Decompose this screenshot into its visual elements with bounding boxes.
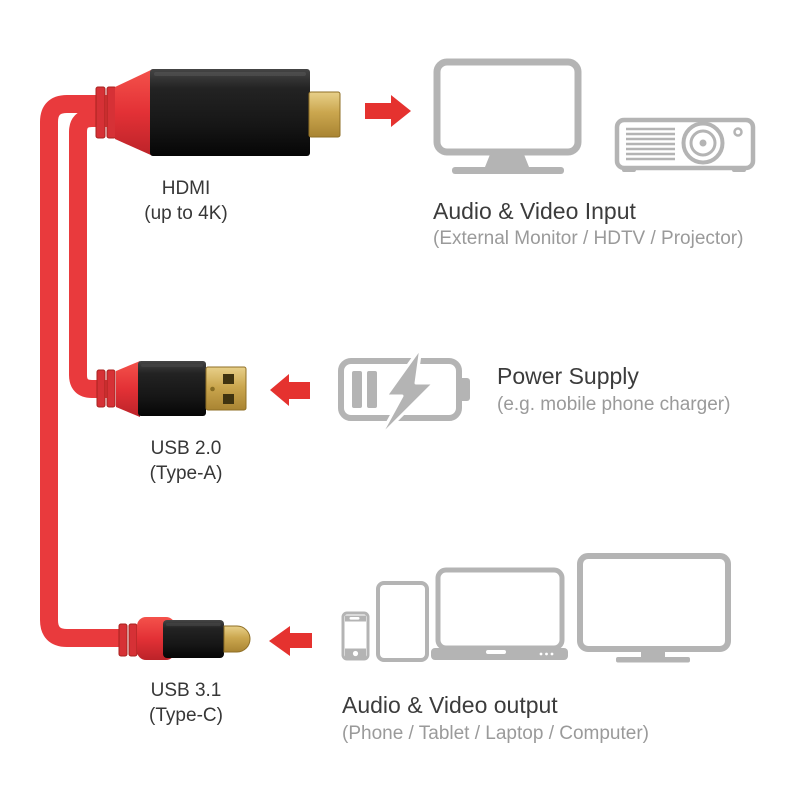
battery-level-bar <box>367 371 377 408</box>
tablet-icon <box>376 581 429 662</box>
power-subtitle: (e.g. mobile phone charger) <box>497 394 731 415</box>
usb-c-strain-rib <box>128 623 138 657</box>
usb-c-cable-line <box>40 95 124 647</box>
monitor-icon <box>433 58 582 174</box>
projector-vents <box>626 127 675 161</box>
usb-c-body <box>163 620 224 658</box>
battery-terminal <box>458 378 470 401</box>
video-output-subtitle: (Phone / Tablet / Laptop / Computer) <box>342 723 649 744</box>
usb-a-boot <box>116 361 140 417</box>
laptop-icon <box>431 567 568 660</box>
hdmi-label: HDMI (up to 4K) <box>86 176 286 226</box>
battery-level-bar <box>352 371 362 408</box>
usb-a-plug <box>96 361 247 417</box>
usb-c-plug <box>118 617 251 660</box>
power-arrow-icon <box>270 374 310 406</box>
usb-c-gold-tip <box>223 625 251 653</box>
phone-icon <box>341 611 370 661</box>
usb-a-contact <box>223 374 234 384</box>
usb-a-label-line1: USB 2.0 <box>150 438 222 459</box>
usb-a-body <box>138 361 206 416</box>
projector-button <box>733 127 743 137</box>
hdmi-body-highlight <box>154 72 306 76</box>
battery-charging-icon <box>338 345 470 440</box>
usb-a-strain-rib <box>96 369 106 408</box>
lightning-bolt-icon <box>377 345 436 440</box>
hdmi-plug <box>95 69 341 156</box>
usb-c-body-highlight <box>166 623 221 626</box>
usb-c-strain-rib <box>118 623 128 657</box>
hdmi-strain-rib <box>95 86 106 139</box>
hdmi-body <box>150 69 310 156</box>
computer-monitor-icon <box>577 553 731 663</box>
usb-a-cable-line <box>69 109 112 398</box>
hdmi-boot <box>115 69 153 156</box>
usb-a-gold-shell <box>205 366 247 411</box>
hdmi-label-line2: (up to 4K) <box>144 203 228 224</box>
power-title: Power Supply <box>497 363 639 389</box>
usb-c-label-line1: USB 3.1 <box>150 680 222 701</box>
usb-a-label: USB 2.0 (Type-A) <box>86 436 286 486</box>
usb-a-strain-rib <box>106 369 116 408</box>
usb-c-label: USB 3.1 (Type-C) <box>86 678 286 728</box>
usb-a-body-highlight <box>141 364 203 367</box>
video-input-arrow-icon <box>365 95 411 127</box>
usb-c-label-line2: (Type-C) <box>149 705 223 726</box>
video-output-arrow-icon <box>269 626 312 656</box>
hdmi-label-line1: HDMI <box>161 178 211 199</box>
projector-icon <box>614 117 756 172</box>
usb-a-pin-dot <box>210 386 215 392</box>
usb-a-label-line2: (Type-A) <box>149 463 223 484</box>
hdmi-gold-tip <box>308 91 341 138</box>
video-input-subtitle: (External Monitor / HDTV / Projector) <box>433 228 744 249</box>
hdmi-strain-rib <box>106 86 117 139</box>
video-input-title: Audio & Video Input <box>433 198 636 224</box>
video-output-title: Audio & Video output <box>342 692 558 718</box>
usb-a-contact <box>223 394 234 404</box>
